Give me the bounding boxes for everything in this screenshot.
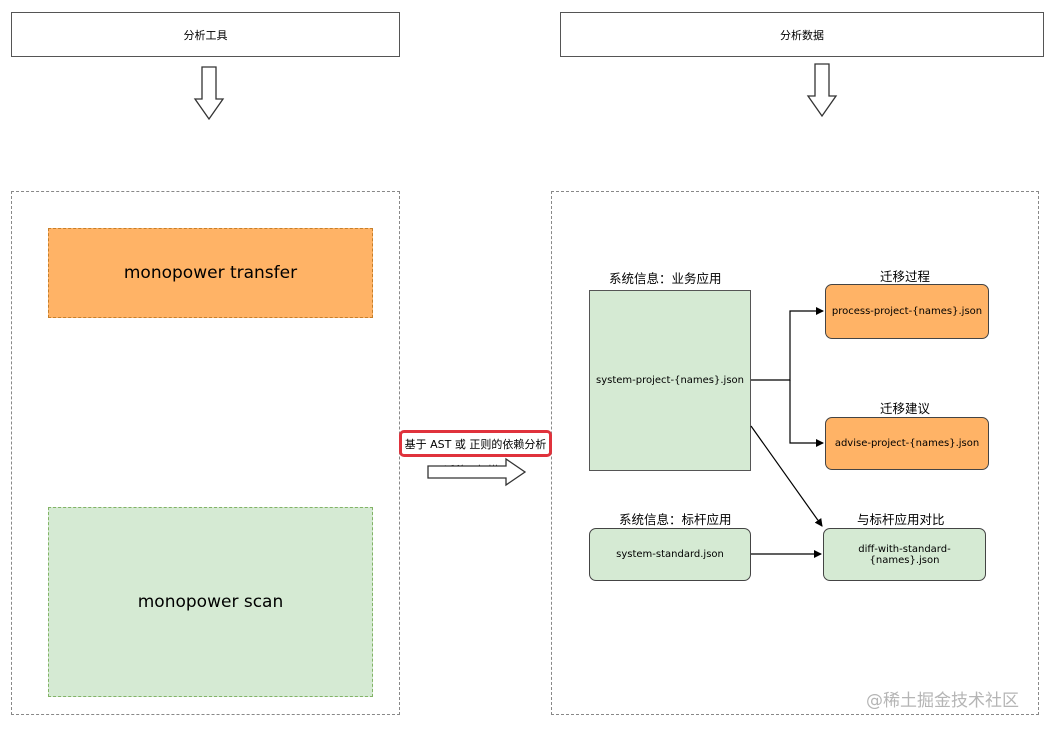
business-app-caption: 系统信息：业务应用 <box>609 271 722 286</box>
process-project-file-box: process-project-{names}.json <box>825 284 989 339</box>
system-project-file-label: system-project-{names}.json <box>596 375 744 386</box>
analysis-data-header-text: 分析数据 <box>780 28 824 42</box>
analysis-data-header: 分析数据 <box>560 12 1044 57</box>
process-project-file-label: process-project-{names}.json <box>831 306 983 317</box>
monopower-transfer-box: monopower transfer <box>48 228 373 318</box>
diff-with-standard-file-box: diff-with-standard-{names}.json <box>823 528 986 581</box>
advise-project-file-box: advise-project-{names}.json <box>825 417 989 470</box>
monopower-transfer-label: monopower transfer <box>123 263 298 283</box>
dependency-analysis-text: 基于 AST 或 正则的依赖分析 <box>404 437 547 451</box>
connector-to-advise <box>789 380 824 447</box>
advise-caption: 迁移建议 <box>880 401 931 416</box>
advise-project-file-label: advise-project-{names}.json <box>834 438 980 449</box>
diff-with-standard-file-label: diff-with-standard-{names}.json <box>858 543 951 566</box>
system-project-file-box: system-project-{names}.json <box>589 290 751 471</box>
down-arrow-icon <box>806 63 838 118</box>
down-arrow-icon <box>193 66 225 121</box>
analysis-tools-header: 分析工具 <box>11 12 400 57</box>
connector-to-process <box>751 307 824 381</box>
system-standard-file-box: system-standard.json <box>589 528 751 581</box>
diff-caption: 与标杆应用对比 <box>857 512 945 527</box>
right-arrow-icon <box>427 457 527 487</box>
monopower-scan-box: monopower scan <box>48 507 373 697</box>
monopower-scan-label: monopower scan <box>137 592 284 612</box>
analysis-tools-header-text: 分析工具 <box>183 28 228 42</box>
process-caption: 迁移过程 <box>880 269 931 284</box>
system-standard-file-label: system-standard.json <box>616 549 724 560</box>
watermark-text: @稀土掘金技术社区 <box>866 691 1019 711</box>
connector-to-diff-from-project <box>750 425 823 527</box>
dependency-analysis-label: 基于 AST 或 正则的依赖分析 <box>399 430 552 457</box>
standard-app-caption: 系统信息：标杆应用 <box>619 512 732 527</box>
